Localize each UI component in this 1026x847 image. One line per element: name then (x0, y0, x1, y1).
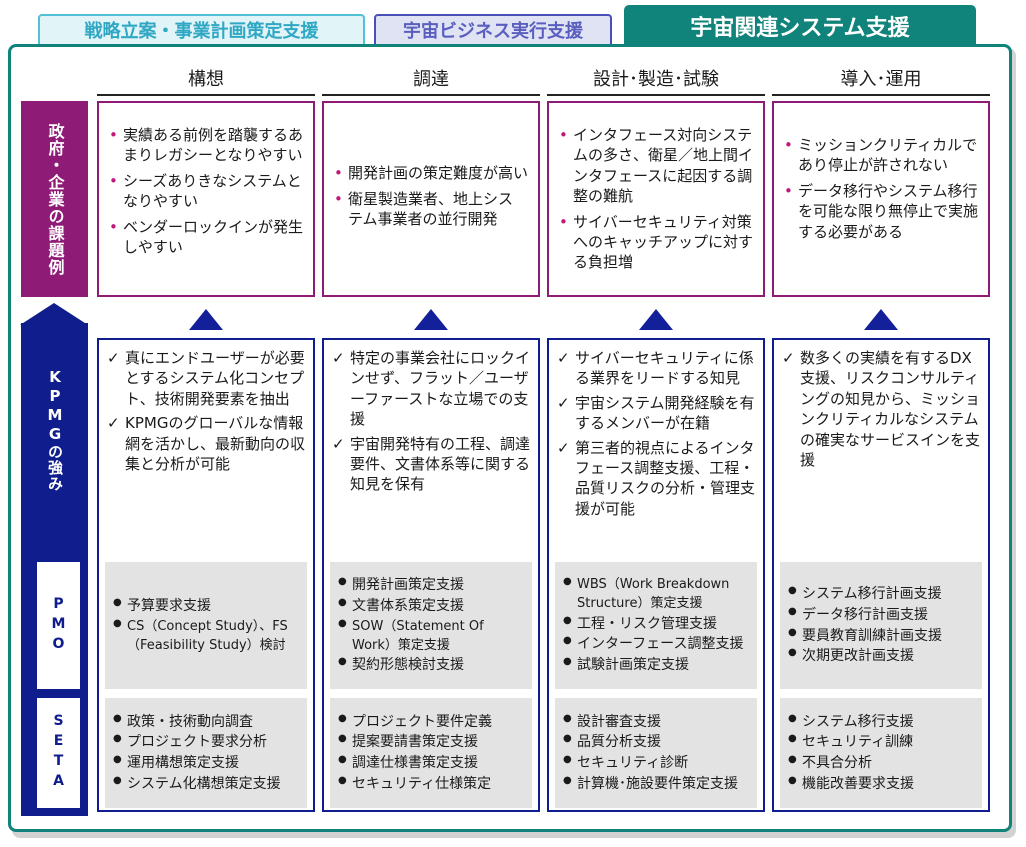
column-header-operation: 導入･運用 (772, 62, 990, 96)
issue-item: 実績ある前例を踏襲するあまりレガシーとなりやすい (109, 125, 303, 166)
pmo-item: 試験計画策定支援 (563, 655, 749, 676)
strength-list: 真にエンドユーザーが必要とするシステム化コンセプト、技術開発要素を抽出 KPMG… (99, 340, 313, 562)
strength-item: 第三者的視点によるインタフェース調整支援、工程・品質リスクの分析・管理支援が可能 (557, 438, 755, 520)
strength-item: KPMGのグローバルな情報網を活かし、最新動向の収集と分析が可能 (107, 413, 305, 474)
strength-box-operation: 数多くの実績を有するDX支援、リスクコンサルティングの知見から、ミッションクリテ… (772, 338, 990, 812)
column-header-concept: 構想 (97, 62, 315, 96)
tab-space-systems[interactable]: 宇宙関連システム支援 (624, 5, 976, 47)
strength-item: サイバーセキュリティに係る業界をリードする知見 (557, 348, 755, 389)
seta-list: 設計審査支援 品質分析支援 セキュリティ診断 計算機･施設要件策定支援 (555, 698, 757, 808)
column-title: 構想 (188, 69, 224, 90)
seta-item: 提案要請書策定支援 (338, 732, 524, 753)
pmo-item: 工程・リスク管理支援 (563, 614, 749, 635)
issue-box-concept: 実績ある前例を踏襲するあまりレガシーとなりやすい シーズありきなシステムとなりや… (97, 101, 315, 297)
issue-item: データ移行やシステム移行を可能な限り無停止で実施する必要がある (784, 181, 978, 242)
seta-item: セキュリティ仕様策定 (338, 774, 524, 795)
strength-item: 特定の事業会社にロックインせず、フラット／ユーザーファーストな立場での支援 (332, 348, 530, 430)
pmo-item: WBS（Work Breakdown Structure）策定支援 (563, 575, 749, 613)
issue-box-operation: ミッションクリティカルであり停止が許されない データ移行やシステム移行を可能な限… (772, 101, 990, 297)
strength-list: 特定の事業会社にロックインせず、フラット／ユーザーファーストな立場での支援 宇宙… (324, 340, 538, 562)
strength-box-concept: 真にエンドユーザーが必要とするシステム化コンセプト、技術開発要素を抽出 KPMG… (97, 338, 315, 812)
column-title: 設計･製造･試験 (593, 69, 719, 90)
strength-list: 数多くの実績を有するDX支援、リスクコンサルティングの知見から、ミッションクリテ… (774, 340, 988, 562)
issue-item: インタフェース対向システムの多さ、衛星／地上間インタフェースに起因する調整の難航 (559, 125, 753, 207)
strength-item: 数多くの実績を有するDX支援、リスクコンサルティングの知見から、ミッションクリテ… (782, 348, 980, 470)
seta-item: 設計審査支援 (563, 712, 749, 733)
seta-list: プロジェクト要件定義 提案要請書策定支援 調達仕様書策定支援 セキュリティ仕様策… (330, 698, 532, 808)
seta-item: プロジェクト要求分析 (113, 732, 299, 753)
pmo-item: CS（Concept Study）、FS（Feasibility Study）検… (113, 617, 299, 655)
triangle-up-icon (639, 309, 673, 330)
issue-item: ベンダーロックインが発生しやすい (109, 217, 303, 258)
triangle-up-icon (414, 309, 448, 330)
strength-item: 宇宙システム開発経験を有するメンバーが在籍 (557, 393, 755, 434)
column-header-design: 設計･製造･試験 (547, 62, 765, 96)
issue-item: シーズありきなシステムとなりやすい (109, 171, 303, 212)
seta-list: システム移行支援 セキュリティ訓練 不具合分析 機能改善要求支援 (780, 698, 982, 808)
pmo-label: PMO (37, 562, 80, 689)
issue-item: 開発計画の策定難度が高い (334, 163, 528, 184)
strength-item: 真にエンドユーザーが必要とするシステム化コンセプト、技術開発要素を抽出 (107, 348, 305, 409)
strength-item: 宇宙開発特有の工程、調達要件、文書体系等に関する知見を保有 (332, 434, 530, 495)
seta-item: プロジェクト要件定義 (338, 712, 524, 733)
issues-band-label: 政府・企業の課題例 (45, 122, 65, 276)
seta-item: 政策・技術動向調査 (113, 712, 299, 733)
pmo-item: 契約形態検討支援 (338, 655, 524, 676)
strength-label-text: KPMGの強み (46, 368, 64, 492)
seta-item: 調達仕様書策定支援 (338, 753, 524, 774)
strength-box-procurement: 特定の事業会社にロックインせず、フラット／ユーザーファーストな立場での支援 宇宙… (322, 338, 540, 812)
seta-label-text: SETA (50, 713, 67, 793)
pmo-item: 次期更改計画支援 (788, 646, 974, 667)
tab-space-business[interactable]: 宇宙ビジネス実行支援 (374, 14, 612, 46)
seta-label: SETA (37, 698, 80, 808)
seta-item: 不具合分析 (788, 753, 974, 774)
pmo-item: インターフェース調整支援 (563, 634, 749, 655)
seta-list: 政策・技術動向調査 プロジェクト要求分析 運用構想策定支援 システム化構想策定支… (105, 698, 307, 808)
strength-band-label: KPMGの強み (21, 368, 88, 492)
tab-space-business-label: 宇宙ビジネス実行支援 (403, 21, 583, 42)
pmo-item: 予算要求支援 (113, 596, 299, 617)
triangle-up-icon (864, 309, 898, 330)
pmo-item: データ移行計画支援 (788, 605, 974, 626)
pmo-label-text: PMO (50, 595, 67, 656)
seta-item: 計算機･施設要件策定支援 (563, 774, 749, 795)
tab-strategy-label: 戦略立案・事業計画策定支援 (84, 21, 319, 42)
seta-item: 品質分析支援 (563, 732, 749, 753)
issues-band: 政府・企業の課題例 (21, 101, 88, 297)
strength-list: サイバーセキュリティに係る業界をリードする知見 宇宙システム開発経験を有するメン… (549, 340, 763, 562)
issue-box-procurement: 開発計画の策定難度が高い 衛星製造業者、地上システム事業者の並行開発 (322, 101, 540, 297)
pmo-list: 開発計画策定支援 文書体系策定支援 SOW（Statement Of Work）… (330, 562, 532, 689)
tab-strategy[interactable]: 戦略立案・事業計画策定支援 (38, 14, 365, 46)
tab-space-systems-label: 宇宙関連システム支援 (690, 16, 910, 41)
strength-box-design: サイバーセキュリティに係る業界をリードする知見 宇宙システム開発経験を有するメン… (547, 338, 765, 812)
seta-item: セキュリティ診断 (563, 753, 749, 774)
issue-box-design: インタフェース対向システムの多さ、衛星／地上間インタフェースに起因する調整の難航… (547, 101, 765, 297)
triangle-up-icon (189, 309, 223, 330)
seta-item: 運用構想策定支援 (113, 753, 299, 774)
pmo-item: 開発計画策定支援 (338, 575, 524, 596)
pmo-list: WBS（Work Breakdown Structure）策定支援 工程・リスク… (555, 562, 757, 689)
pmo-list: 予算要求支援 CS（Concept Study）、FS（Feasibility … (105, 562, 307, 689)
pmo-list: システム移行計画支援 データ移行計画支援 要員教育訓練計画支援 次期更改計画支援 (780, 562, 982, 689)
pmo-item: 文書体系策定支援 (338, 596, 524, 617)
column-header-procurement: 調達 (322, 62, 540, 96)
pmo-item: 要員教育訓練計画支援 (788, 626, 974, 647)
up-arrow-icon (20, 303, 88, 325)
seta-item: システム化構想策定支援 (113, 774, 299, 795)
seta-item: セキュリティ訓練 (788, 732, 974, 753)
issue-item: サイバーセキュリティ対策へのキャッチアップに対する負担増 (559, 212, 753, 273)
seta-item: システム移行支援 (788, 712, 974, 733)
column-title: 導入･運用 (840, 69, 922, 90)
issue-item: 衛星製造業者、地上システム事業者の並行開発 (334, 189, 528, 230)
column-title: 調達 (413, 69, 449, 90)
pmo-item: SOW（Statement Of Work）策定支援 (338, 617, 524, 655)
issue-item: ミッションクリティカルであり停止が許されない (784, 135, 978, 176)
seta-item: 機能改善要求支援 (788, 774, 974, 795)
pmo-item: システム移行計画支援 (788, 584, 974, 605)
